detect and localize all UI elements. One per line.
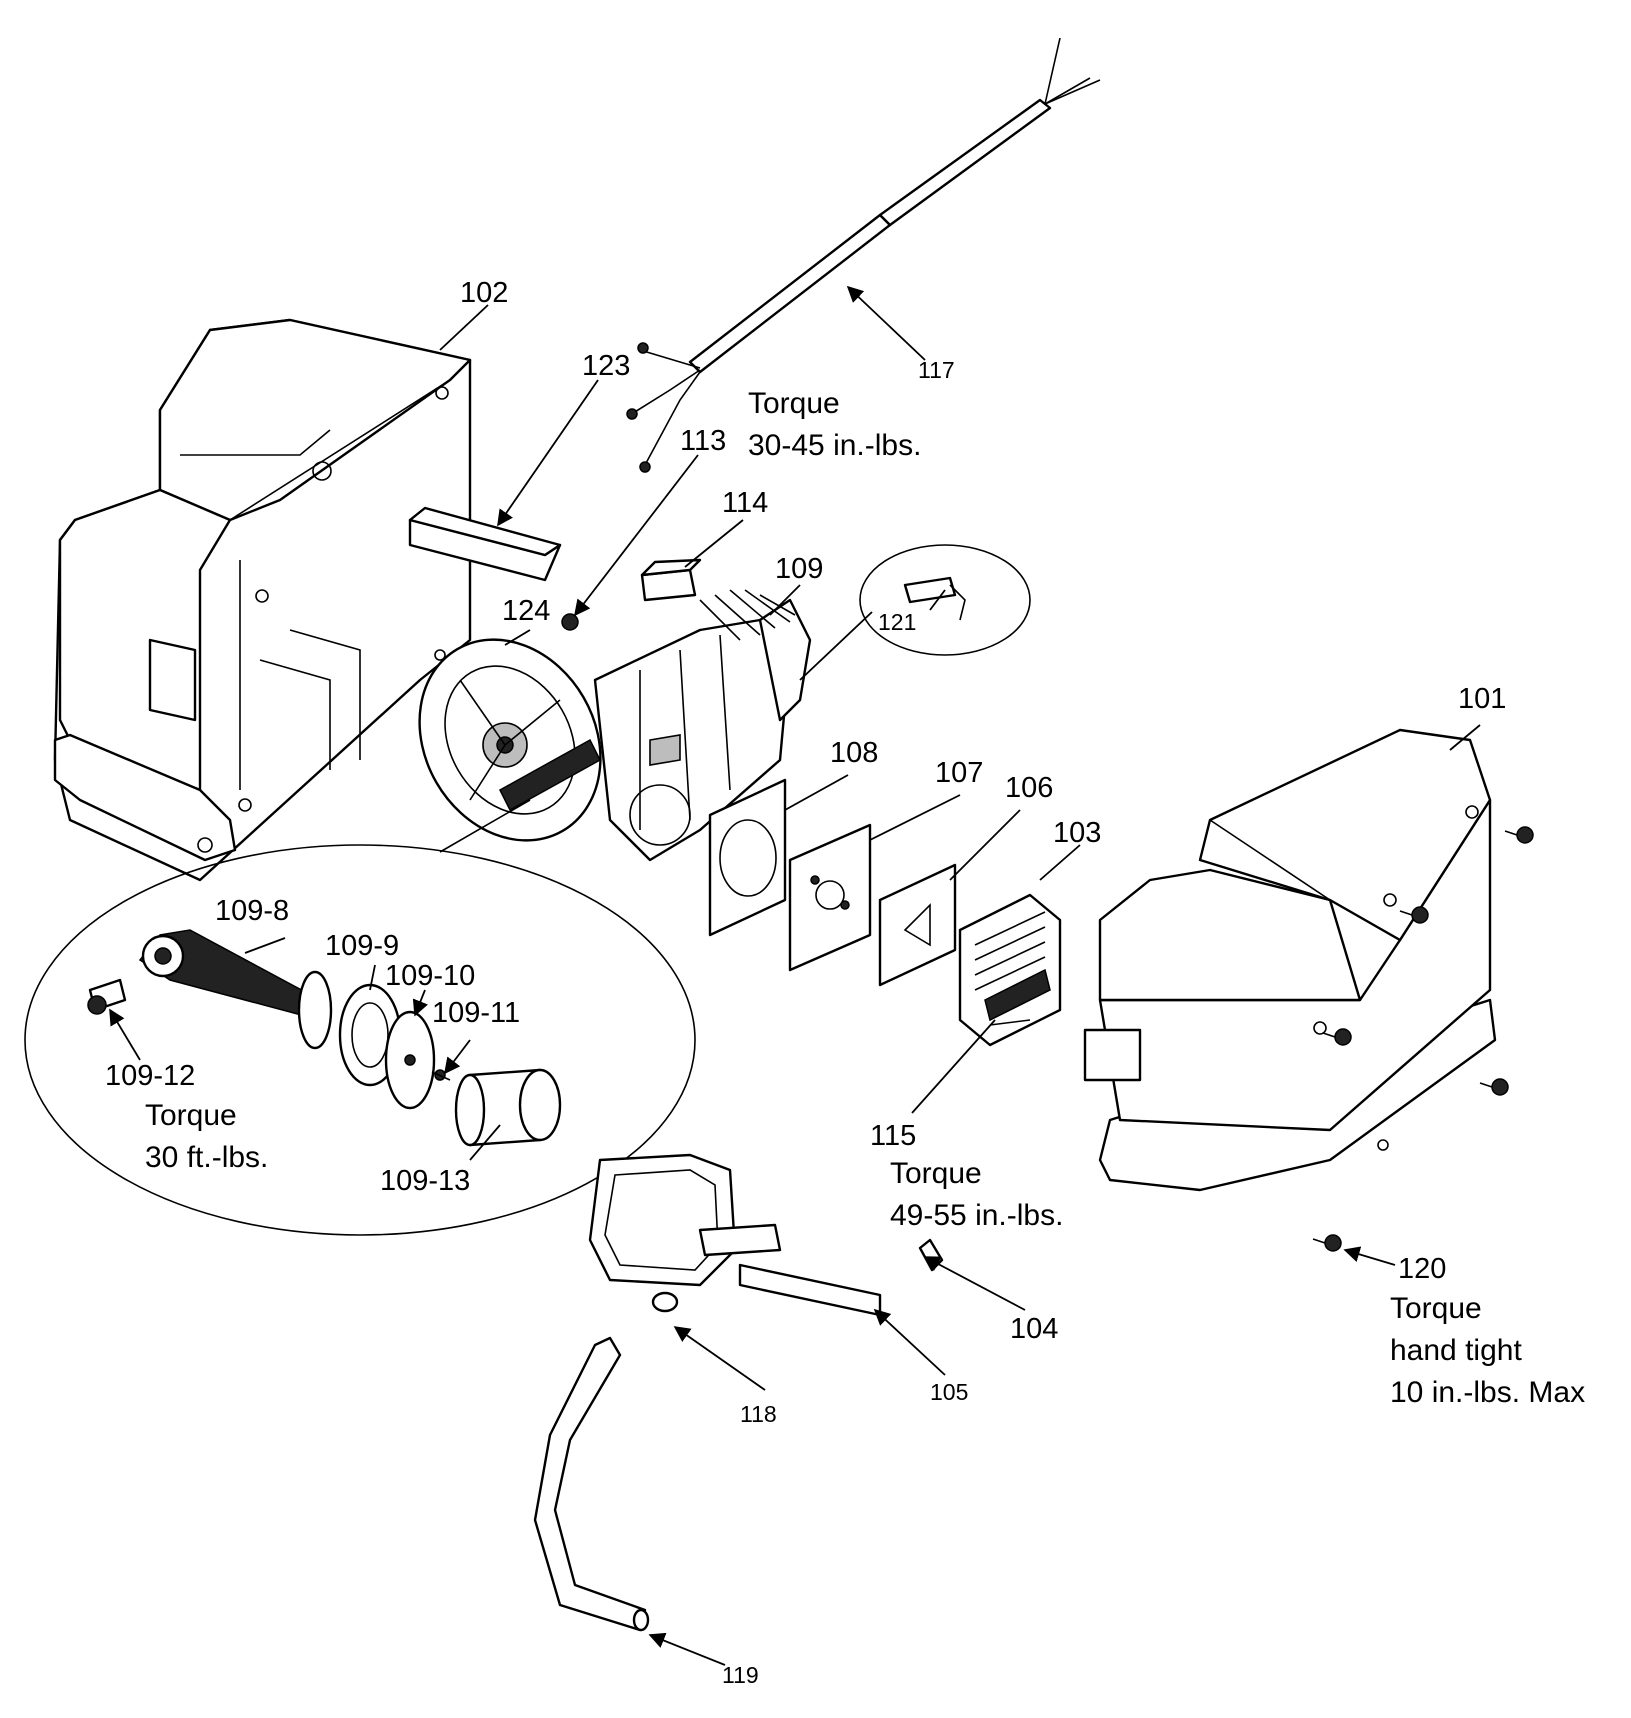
label-105: 105 bbox=[930, 1379, 968, 1405]
capacitor-part bbox=[408, 506, 562, 582]
label-115: 115 bbox=[870, 1120, 916, 1152]
clamp-part bbox=[651, 1291, 679, 1313]
torque-note-shroud-line-1: Torque bbox=[1390, 1292, 1482, 1325]
label-108: 108 bbox=[830, 737, 878, 769]
torque-notes: Torque 30-45 in.-lbs. Torque 30 ft.-lbs.… bbox=[145, 387, 1585, 1409]
head-gasket-part bbox=[878, 863, 957, 987]
label-106: 106 bbox=[1005, 772, 1053, 804]
label-124: 124 bbox=[502, 595, 550, 627]
label-109-11: 109-11 bbox=[432, 997, 520, 1029]
shroud-screws bbox=[1312, 826, 1534, 1252]
gasket-part bbox=[708, 778, 787, 937]
label-121: 121 bbox=[878, 609, 916, 635]
hose-part bbox=[533, 1336, 650, 1632]
fitting-part bbox=[918, 1238, 944, 1272]
label-120: 120 bbox=[1398, 1253, 1446, 1285]
outlet-tube-part bbox=[588, 1153, 882, 1317]
label-114: 114 bbox=[722, 487, 768, 519]
label-109: 109 bbox=[775, 553, 823, 585]
torque-note-cord-line-1: Torque bbox=[748, 387, 840, 420]
connecting-rod-inset bbox=[24, 799, 696, 1236]
label-113: 113 bbox=[680, 425, 726, 457]
torque-note-head-line-1: Torque bbox=[890, 1157, 982, 1190]
motor-pump-assembly bbox=[418, 589, 812, 862]
thermal-switch-inset bbox=[859, 544, 1031, 656]
valve-plate-part bbox=[788, 823, 872, 972]
label-103: 103 bbox=[1053, 817, 1101, 849]
label-107: 107 bbox=[935, 757, 983, 789]
torque-note-cord-line-2: 30-45 in.-lbs. bbox=[748, 429, 921, 462]
left-shroud-part bbox=[53, 318, 472, 882]
label-109-10: 109-10 bbox=[385, 960, 475, 992]
torque-note-shroud-line-3: 10 in.-lbs. Max bbox=[1390, 1376, 1585, 1409]
torque-note-head-line-2: 49-55 in.-lbs. bbox=[890, 1199, 1063, 1232]
cylinder-head-part bbox=[958, 893, 1062, 1047]
label-123: 123 bbox=[582, 350, 630, 382]
label-109-8: 109-8 bbox=[215, 895, 289, 927]
pad-part bbox=[640, 558, 702, 602]
label-119: 119 bbox=[722, 1662, 759, 1688]
label-117: 117 bbox=[918, 357, 955, 383]
torque-note-rod-line-2: 30 ft.-lbs. bbox=[145, 1141, 268, 1174]
torque-note-shroud-line-2: hand tight bbox=[1390, 1334, 1522, 1367]
label-109-13: 109-13 bbox=[380, 1165, 470, 1197]
part-labels: 102 123 113 114 109 124 121 117 108 107 … bbox=[105, 277, 1506, 1688]
torque-note-rod-line-1: Torque bbox=[145, 1099, 237, 1132]
right-shroud-part bbox=[1083, 728, 1497, 1192]
small-screw-part bbox=[561, 613, 579, 631]
leader-lines bbox=[109, 285, 1481, 1666]
label-104: 104 bbox=[1010, 1313, 1058, 1345]
label-101: 101 bbox=[1458, 683, 1506, 715]
label-109-9: 109-9 bbox=[325, 930, 399, 962]
label-102: 102 bbox=[460, 277, 508, 309]
label-118: 118 bbox=[740, 1401, 777, 1427]
label-109-12: 109-12 bbox=[105, 1060, 195, 1092]
power-cord-part bbox=[626, 37, 1101, 473]
